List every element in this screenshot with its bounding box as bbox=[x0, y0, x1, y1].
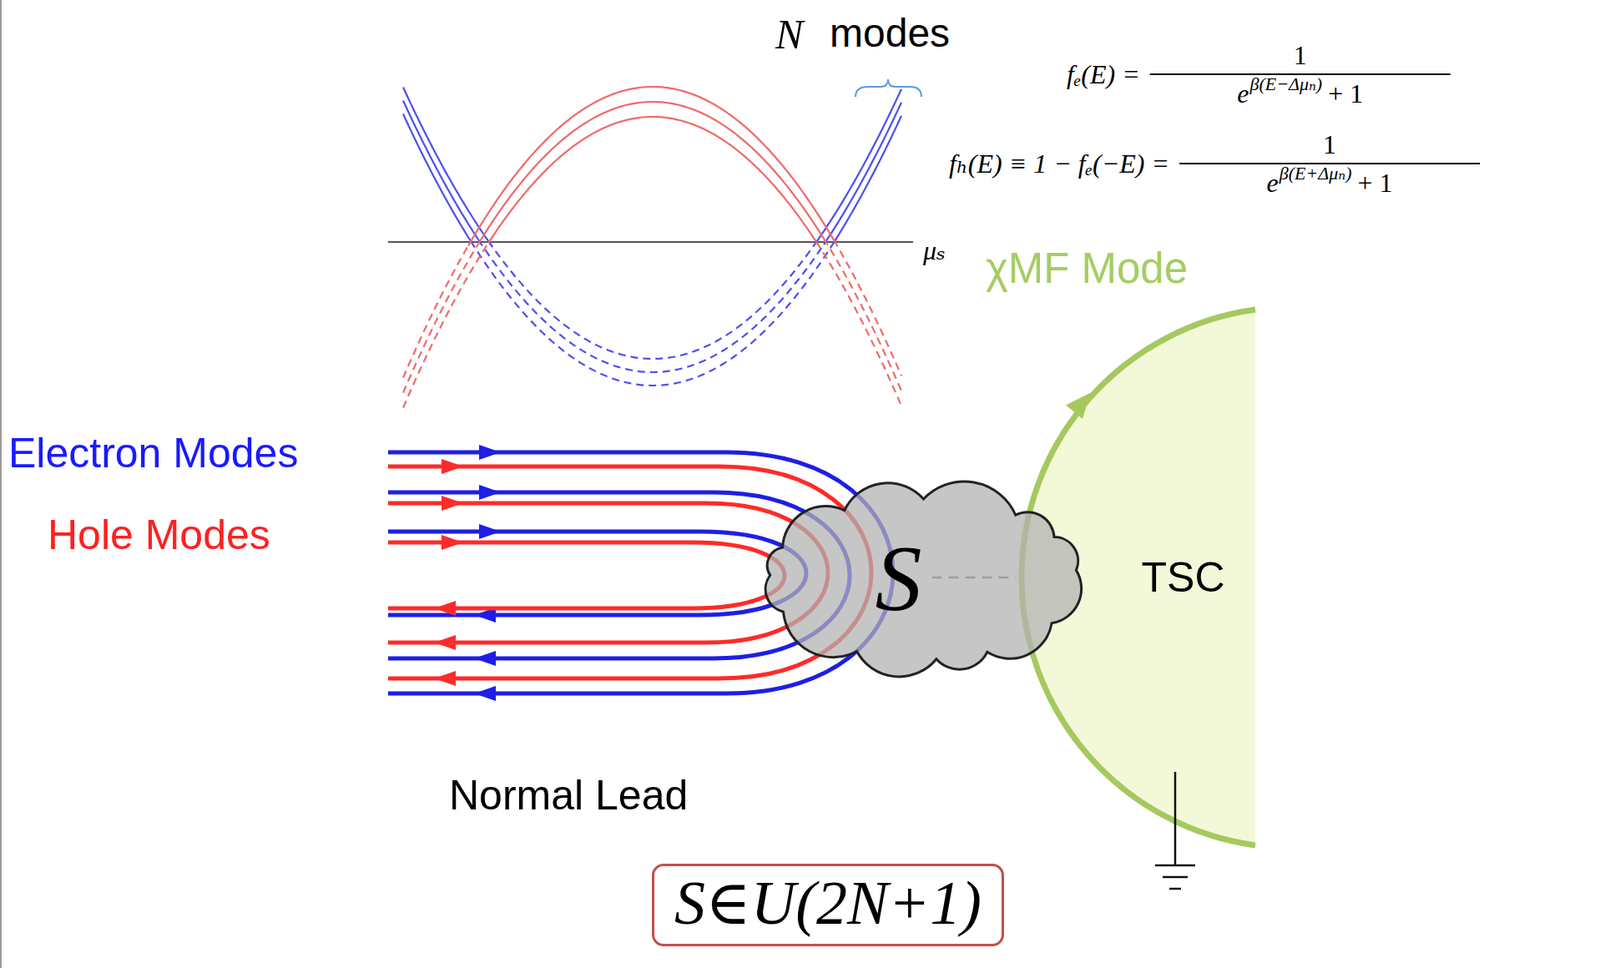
outgoing-arrowhead bbox=[434, 600, 456, 616]
hole-band bbox=[403, 242, 489, 408]
modes-bracket bbox=[855, 79, 922, 97]
electron-band bbox=[488, 241, 817, 359]
outgoing-arrowhead bbox=[474, 686, 496, 702]
edge-mode-label: χMF Mode bbox=[985, 244, 1188, 294]
hole-band bbox=[816, 242, 902, 407]
electron-band bbox=[816, 89, 902, 243]
electron-label: Electron Modes bbox=[8, 429, 298, 479]
majorana-edge-mode bbox=[1021, 309, 1256, 846]
ground-symbol bbox=[1155, 772, 1196, 889]
electron-band bbox=[403, 114, 471, 242]
incoming-arrowhead bbox=[441, 495, 464, 511]
electron-band bbox=[470, 241, 834, 386]
hole-band bbox=[403, 245, 469, 378]
formula-exponent: β(E−Δμₙ) bbox=[1249, 73, 1323, 95]
page-edge bbox=[0, 0, 2, 968]
scattering-cloud: S bbox=[750, 479, 1097, 679]
hole-band bbox=[478, 101, 824, 244]
group-box: S∈U(2N+1) bbox=[651, 863, 1005, 947]
formula-term: + 1 bbox=[1327, 78, 1363, 110]
hole-band bbox=[403, 243, 479, 393]
formula-base: e bbox=[1236, 78, 1249, 110]
electron-band bbox=[478, 239, 824, 373]
incoming-arrowhead bbox=[479, 524, 501, 540]
formula-lhs: fₕ(E) ≡ 1 − fₑ(−E) = bbox=[948, 148, 1170, 180]
electron-band bbox=[833, 116, 902, 243]
formula-numerator: 1 bbox=[1322, 129, 1337, 161]
electron-band bbox=[823, 102, 902, 245]
outgoing-arrowhead bbox=[474, 651, 496, 667]
region-name: TSC bbox=[1141, 555, 1226, 601]
outgoing-arrowhead bbox=[434, 671, 456, 687]
hole-label: Hole Modes bbox=[47, 511, 271, 561]
electron-band bbox=[403, 87, 489, 242]
hole-band bbox=[823, 238, 902, 391]
electron-channel bbox=[388, 531, 807, 616]
fraction-bars bbox=[1150, 74, 1480, 164]
hole-channel bbox=[388, 542, 785, 609]
incoming-arrowhead bbox=[479, 484, 501, 500]
incoming-arrowhead bbox=[441, 535, 464, 551]
cloud-outline bbox=[750, 479, 1097, 679]
mode-count-symbol: N bbox=[775, 10, 803, 60]
formula-numerator: 1 bbox=[1293, 40, 1308, 71]
incoming-arrowhead bbox=[441, 459, 464, 475]
formula-lhs: fₑ(E) = bbox=[1066, 59, 1141, 91]
hole-band bbox=[833, 240, 902, 377]
hole-channel bbox=[388, 503, 828, 643]
edge-mode-arrow bbox=[1065, 393, 1091, 419]
scattering-matrix-symbol: S bbox=[875, 527, 923, 631]
band-curves bbox=[403, 86, 902, 409]
mode-count-word: modes bbox=[829, 10, 950, 56]
hole-band bbox=[488, 116, 817, 243]
tsc-fill bbox=[1021, 309, 1256, 846]
incoming-arrowhead bbox=[479, 444, 501, 460]
hole-band bbox=[468, 86, 834, 246]
outgoing-arrowhead bbox=[434, 635, 456, 651]
group-formula: S∈U(2N+1) bbox=[674, 869, 982, 938]
formula-term: + 1 bbox=[1357, 167, 1394, 199]
electron-band bbox=[403, 100, 479, 240]
formula-base: e bbox=[1266, 167, 1279, 199]
formula-exponent: β(E+Δμₙ) bbox=[1279, 162, 1353, 184]
chemical-potential-label: μₛ bbox=[923, 235, 946, 267]
lead-label: Normal Lead bbox=[449, 772, 688, 821]
